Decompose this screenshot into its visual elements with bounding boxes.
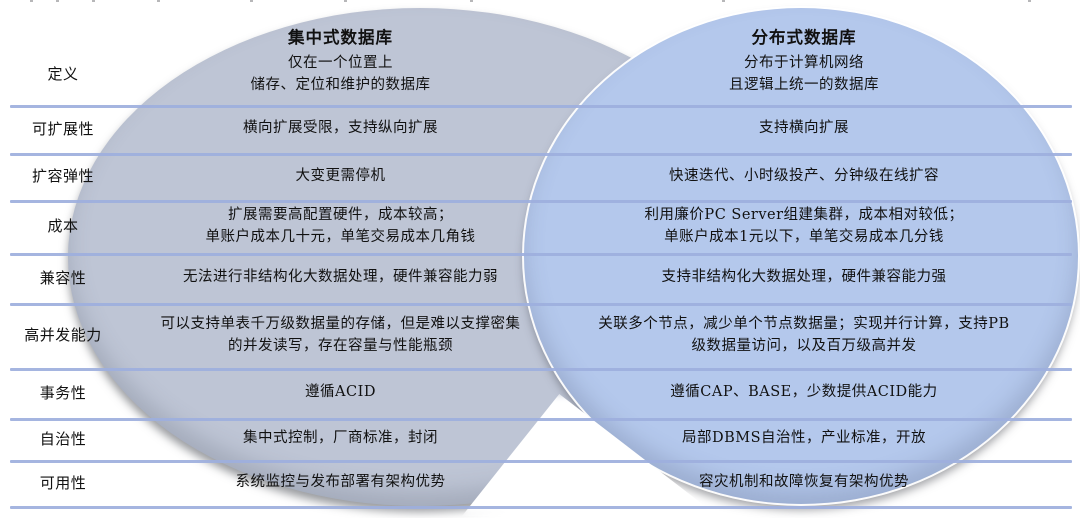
table-row: 扩容弹性 大变更需停机 快速迭代、小时级投产、分钟级在线扩容 bbox=[0, 153, 1080, 200]
distributed-circle bbox=[524, 8, 1078, 504]
row-label: 事务性 bbox=[39, 383, 87, 402]
row-divider-line bbox=[10, 460, 1072, 463]
centralized-cell: 可以支持单表千万级数据量的存储，但是难以支撑密集 的并发读写，存在容量与性能瓶颈 bbox=[160, 315, 521, 354]
table-row: 事务性 遵循ACID 遵循CAP、BASE，少数提供ACID能力 bbox=[0, 368, 1080, 418]
distributed-cell: 支持非结构化大数据处理，硬件兼容能力强 bbox=[661, 269, 947, 286]
cropped-text-remnant bbox=[344, 0, 347, 2]
row-label: 高并发能力 bbox=[24, 326, 102, 345]
row-divider-line bbox=[10, 368, 1072, 371]
table-row: 高并发能力 可以支持单表千万级数据量的存储，但是难以支撑密集 的并发读写，存在容量… bbox=[0, 303, 1080, 368]
table-row: 定义 仅在一个位置上 储存、定位和维护的数据库 分布于计算机网络 且逻辑上统一的数据… bbox=[0, 44, 1080, 105]
centralized-cell: 系统监控与发布部署有架构优势 bbox=[235, 474, 446, 491]
distributed-cell: 容灾机制和故障恢复有架构优势 bbox=[699, 474, 909, 491]
row-label: 扩容弹性 bbox=[31, 167, 94, 186]
cropped-text-remnant bbox=[157, 0, 160, 2]
row-label: 可用性 bbox=[39, 473, 87, 492]
row-label: 自治性 bbox=[39, 429, 87, 448]
centralized-cell: 横向扩展受限，支持纵向扩展 bbox=[243, 120, 438, 137]
row-divider-line bbox=[10, 153, 1072, 156]
centralized-cell: 遵循ACID bbox=[305, 384, 376, 401]
row-divider-line bbox=[10, 105, 1072, 108]
distributed-cell: 快速迭代、小时级投产、分钟级在线扩容 bbox=[669, 167, 939, 184]
row-divider-line bbox=[10, 253, 1072, 256]
row-divider-line bbox=[10, 303, 1072, 306]
row-label: 兼容性 bbox=[39, 268, 87, 287]
cropped-text-remnant bbox=[56, 0, 59, 2]
cropped-text-remnant bbox=[722, 0, 725, 2]
row-divider-line bbox=[10, 200, 1072, 203]
cropped-text-remnant bbox=[1028, 0, 1031, 2]
row-label: 可扩展性 bbox=[31, 119, 94, 138]
row-divider-line bbox=[10, 506, 1072, 509]
centralized-cell: 仅在一个位置上 储存、定位和维护的数据库 bbox=[250, 54, 431, 93]
distributed-cell: 利用廉价PC Server组建集群，成本相对较低； 单账户成本1元以下，单笔交易… bbox=[644, 206, 964, 245]
row-divider-line bbox=[10, 418, 1072, 421]
row-label: 成本 bbox=[47, 217, 79, 236]
cropped-text-remnant bbox=[470, 0, 473, 2]
row-label: 定义 bbox=[47, 65, 79, 84]
centralized-cell: 无法进行非结构化大数据处理，硬件兼容能力弱 bbox=[183, 269, 498, 286]
distributed-cell: 遵循CAP、BASE，少数提供ACID能力 bbox=[670, 384, 938, 401]
table-row: 成本 扩展需要高配置硬件，成本较高； 单账户成本几十元，单笔交易成本几角钱 利用廉价… bbox=[0, 200, 1080, 253]
table-row: 可用性 系统监控与发布部署有架构优势 容灾机制和故障恢复有架构优势 bbox=[0, 460, 1080, 506]
distributed-cell: 分布于计算机网络 且逻辑上统一的数据库 bbox=[729, 54, 879, 93]
cropped-text-remnant bbox=[92, 0, 95, 2]
distributed-cell: 局部DBMS自治性，产业标准，开放 bbox=[681, 430, 927, 447]
centralized-cell: 扩展需要高配置硬件，成本较高； 单账户成本几十元，单笔交易成本几角钱 bbox=[205, 206, 476, 245]
centralized-header: 集中式数据库 bbox=[288, 28, 393, 47]
distributed-cell: 关联多个节点，减少单个节点数据量；实现并行计算，支持PB 级数据量访问，以及百万… bbox=[598, 315, 1010, 354]
distributed-header: 分布式数据库 bbox=[751, 28, 857, 47]
table-row: 兼容性 无法进行非结构化大数据处理，硬件兼容能力弱 支持非结构化大数据处理，硬件兼容… bbox=[0, 253, 1080, 303]
cropped-text-remnant bbox=[30, 0, 33, 2]
centralized-cell: 大变更需停机 bbox=[295, 167, 386, 184]
cropped-text-remnant bbox=[250, 0, 253, 2]
distributed-cell: 支持横向扩展 bbox=[759, 120, 849, 137]
table-row: 自治性 集中式控制，厂商标准，封闭 局部DBMS自治性，产业标准，开放 bbox=[0, 418, 1080, 460]
table-row: 可扩展性 横向扩展受限，支持纵向扩展 支持横向扩展 bbox=[0, 105, 1080, 153]
centralized-cell: 集中式控制，厂商标准，封闭 bbox=[243, 430, 438, 447]
